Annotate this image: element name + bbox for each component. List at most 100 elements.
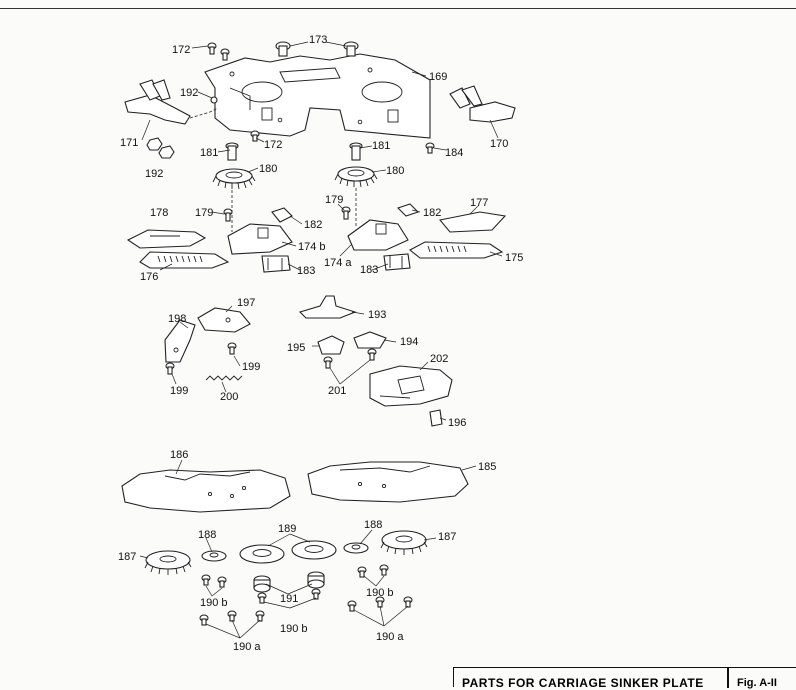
screw-172-top-a [207, 42, 217, 55]
label-178: 178 [150, 207, 168, 219]
holder-174a [347, 219, 409, 251]
label-191: 191 [280, 593, 298, 605]
pad-196 [429, 409, 443, 427]
pad-182-left [271, 207, 293, 223]
label-187-left: 187 [118, 551, 136, 563]
sinker-wheel-187-left [144, 550, 192, 575]
label-183-left: 183 [297, 265, 315, 277]
plate-185 [307, 461, 469, 503]
label-171: 171 [120, 137, 138, 149]
pad-182-right [396, 203, 420, 217]
screw-173-left [275, 41, 291, 57]
label-193: 193 [368, 309, 386, 321]
label-176: 176 [140, 271, 158, 283]
brush-176 [139, 251, 230, 269]
title-block-title: PARTS FOR CARRIAGE SINKER PLATE [462, 676, 704, 690]
label-199-right: 199 [242, 361, 260, 373]
label-175: 175 [505, 252, 523, 264]
label-177: 177 [470, 197, 488, 209]
pin-181-left [225, 142, 239, 161]
screws-190b-mid [257, 588, 321, 604]
label-173: 173 [309, 34, 327, 46]
pin-181-right [349, 142, 363, 161]
label-170: 170 [490, 138, 508, 150]
label-181-right: 181 [372, 140, 390, 152]
screw-201-a [323, 356, 333, 369]
label-190b-mid: 190 b [280, 623, 308, 635]
label-184: 184 [445, 147, 463, 159]
label-182-right: 182 [423, 207, 441, 219]
label-190b-left: 190 b [200, 597, 228, 609]
label-195: 195 [287, 342, 305, 354]
label-202: 202 [430, 353, 448, 365]
label-201: 201 [328, 385, 346, 397]
label-190a-right: 190 a [376, 631, 404, 643]
label-188-right: 188 [364, 519, 382, 531]
sinker-wheel-187-right [380, 530, 428, 555]
screws-190a-right [347, 596, 413, 612]
spring-200 [205, 375, 243, 381]
screw-172-top-b [220, 48, 230, 61]
plate-186 [121, 469, 291, 513]
gear-189-right [291, 540, 337, 560]
plate-202 [369, 365, 453, 407]
title-block-figure: Fig. A-II [737, 677, 777, 689]
sinker-plate-169 [204, 53, 431, 139]
screws-190b-left [201, 574, 227, 588]
screw-199-a [165, 362, 175, 375]
label-186: 186 [170, 449, 188, 461]
label-181-left: 181 [200, 147, 218, 159]
label-179-right: 179 [325, 194, 343, 206]
label-192-bottom: 192 [145, 168, 163, 180]
block-195 [317, 335, 345, 355]
lever-198 [164, 319, 196, 363]
label-179-left: 179 [195, 207, 213, 219]
screw-173-right [343, 41, 359, 57]
screw-199-b [227, 342, 237, 355]
label-198: 198 [168, 313, 186, 325]
screw-172-mid [250, 130, 260, 142]
cam-177 [438, 211, 507, 233]
sinker-wheel-180-left [212, 168, 256, 190]
sinker-wheel-180-right [334, 166, 378, 188]
bushing-191-left [253, 575, 271, 593]
part-labels: 172 173 169 192 171 172 170 184 192 181 … [118, 34, 523, 653]
label-199-left: 199 [170, 385, 188, 397]
clip-183-right [383, 253, 411, 271]
label-183-right: 183 [360, 264, 378, 276]
screw-179-right [341, 206, 351, 220]
gear-188-right [343, 542, 369, 554]
bracket-171 [124, 79, 219, 125]
label-190a-left: 190 a [233, 641, 261, 653]
gear-188-left [201, 550, 227, 562]
label-174b: 174 b [298, 241, 326, 253]
screw-179-left [223, 208, 233, 222]
label-200: 200 [220, 391, 238, 403]
label-194: 194 [400, 336, 418, 348]
brush-175 [409, 241, 504, 259]
label-189: 189 [278, 523, 296, 535]
label-188-left: 188 [198, 529, 216, 541]
label-172-mid: 172 [264, 139, 282, 151]
cam-178 [126, 229, 207, 249]
lever-197 [197, 307, 251, 333]
label-196: 196 [448, 417, 466, 429]
holder-174b [227, 223, 293, 255]
screws-190b-right [357, 564, 389, 578]
label-197: 197 [237, 297, 255, 309]
label-182-left: 182 [304, 219, 322, 231]
screws-190a-left [199, 610, 265, 626]
screw-184 [425, 142, 435, 154]
gear-189-left [239, 544, 285, 564]
label-190b-right: 190 b [366, 587, 394, 599]
block-194 [353, 331, 387, 349]
leader-lines [139, 41, 503, 639]
label-180-right: 180 [386, 165, 404, 177]
label-169: 169 [429, 71, 447, 83]
screw-201-b [367, 348, 377, 361]
nut-192-top [210, 96, 218, 104]
label-192-top: 192 [180, 87, 198, 99]
label-187-right: 187 [438, 531, 456, 543]
